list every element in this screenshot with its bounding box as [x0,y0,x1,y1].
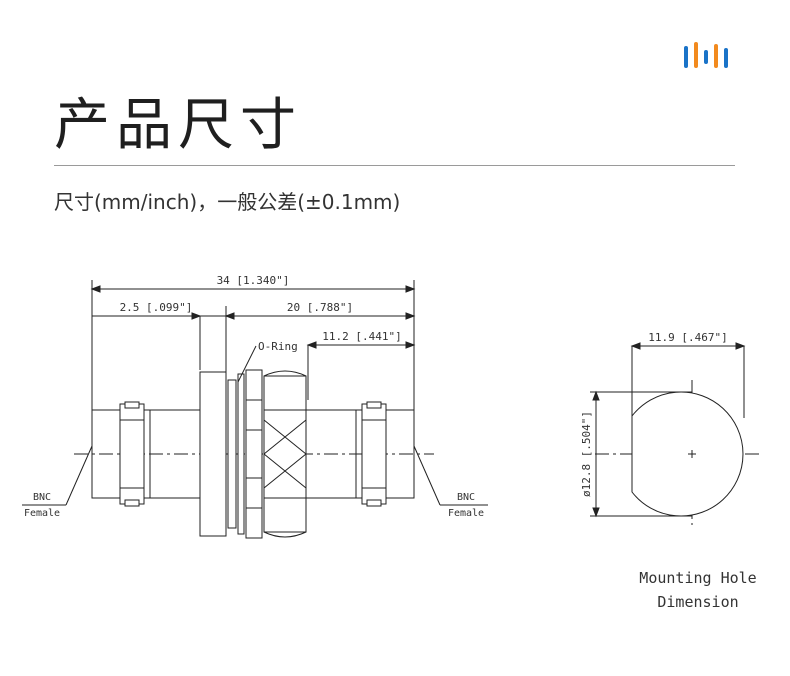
right-connector-type: BNC [457,492,475,503]
o-ring-label: O-Ring [258,340,298,353]
right-bnc-body [305,409,415,499]
left-bnc-collar [119,403,145,505]
caption-mounting-hole: Mounting Hole [639,569,756,587]
right-connector-gender: Female [448,508,484,519]
page-title: 产品尺寸 [54,93,302,158]
d-shaped-mounting-hole [631,391,744,517]
left-connector-gender: Female [24,508,60,519]
dimension-note: 尺寸(mm/inch)，一般公差(±0.1mm) [54,190,401,214]
lock-washer [245,369,263,539]
right-label-leader [413,445,441,506]
caption-dimension: Dimension [657,593,738,611]
right-section-length-label: 20 [.788"] [287,301,353,314]
o-ring-leader [237,345,257,383]
hole-width-label: 11.9 [.467"] [648,331,727,344]
right-bnc-collar [361,403,387,505]
hex-nut [263,375,307,533]
panel-flange [199,371,227,537]
left-label-leader [65,445,93,506]
title-divider [54,165,735,166]
left-connector-type: BNC [33,492,51,503]
o-ring [227,379,237,529]
flange-thickness-label: 2.5 [.099"] [120,301,193,314]
hole-diameter-label: ø12.8 [.504"] [580,411,593,497]
thread-length-label: 11.2 [.441"] [322,330,401,343]
overall-length-label: 34 [1.340"] [217,274,290,287]
audio-bars-logo-icon [684,42,728,68]
